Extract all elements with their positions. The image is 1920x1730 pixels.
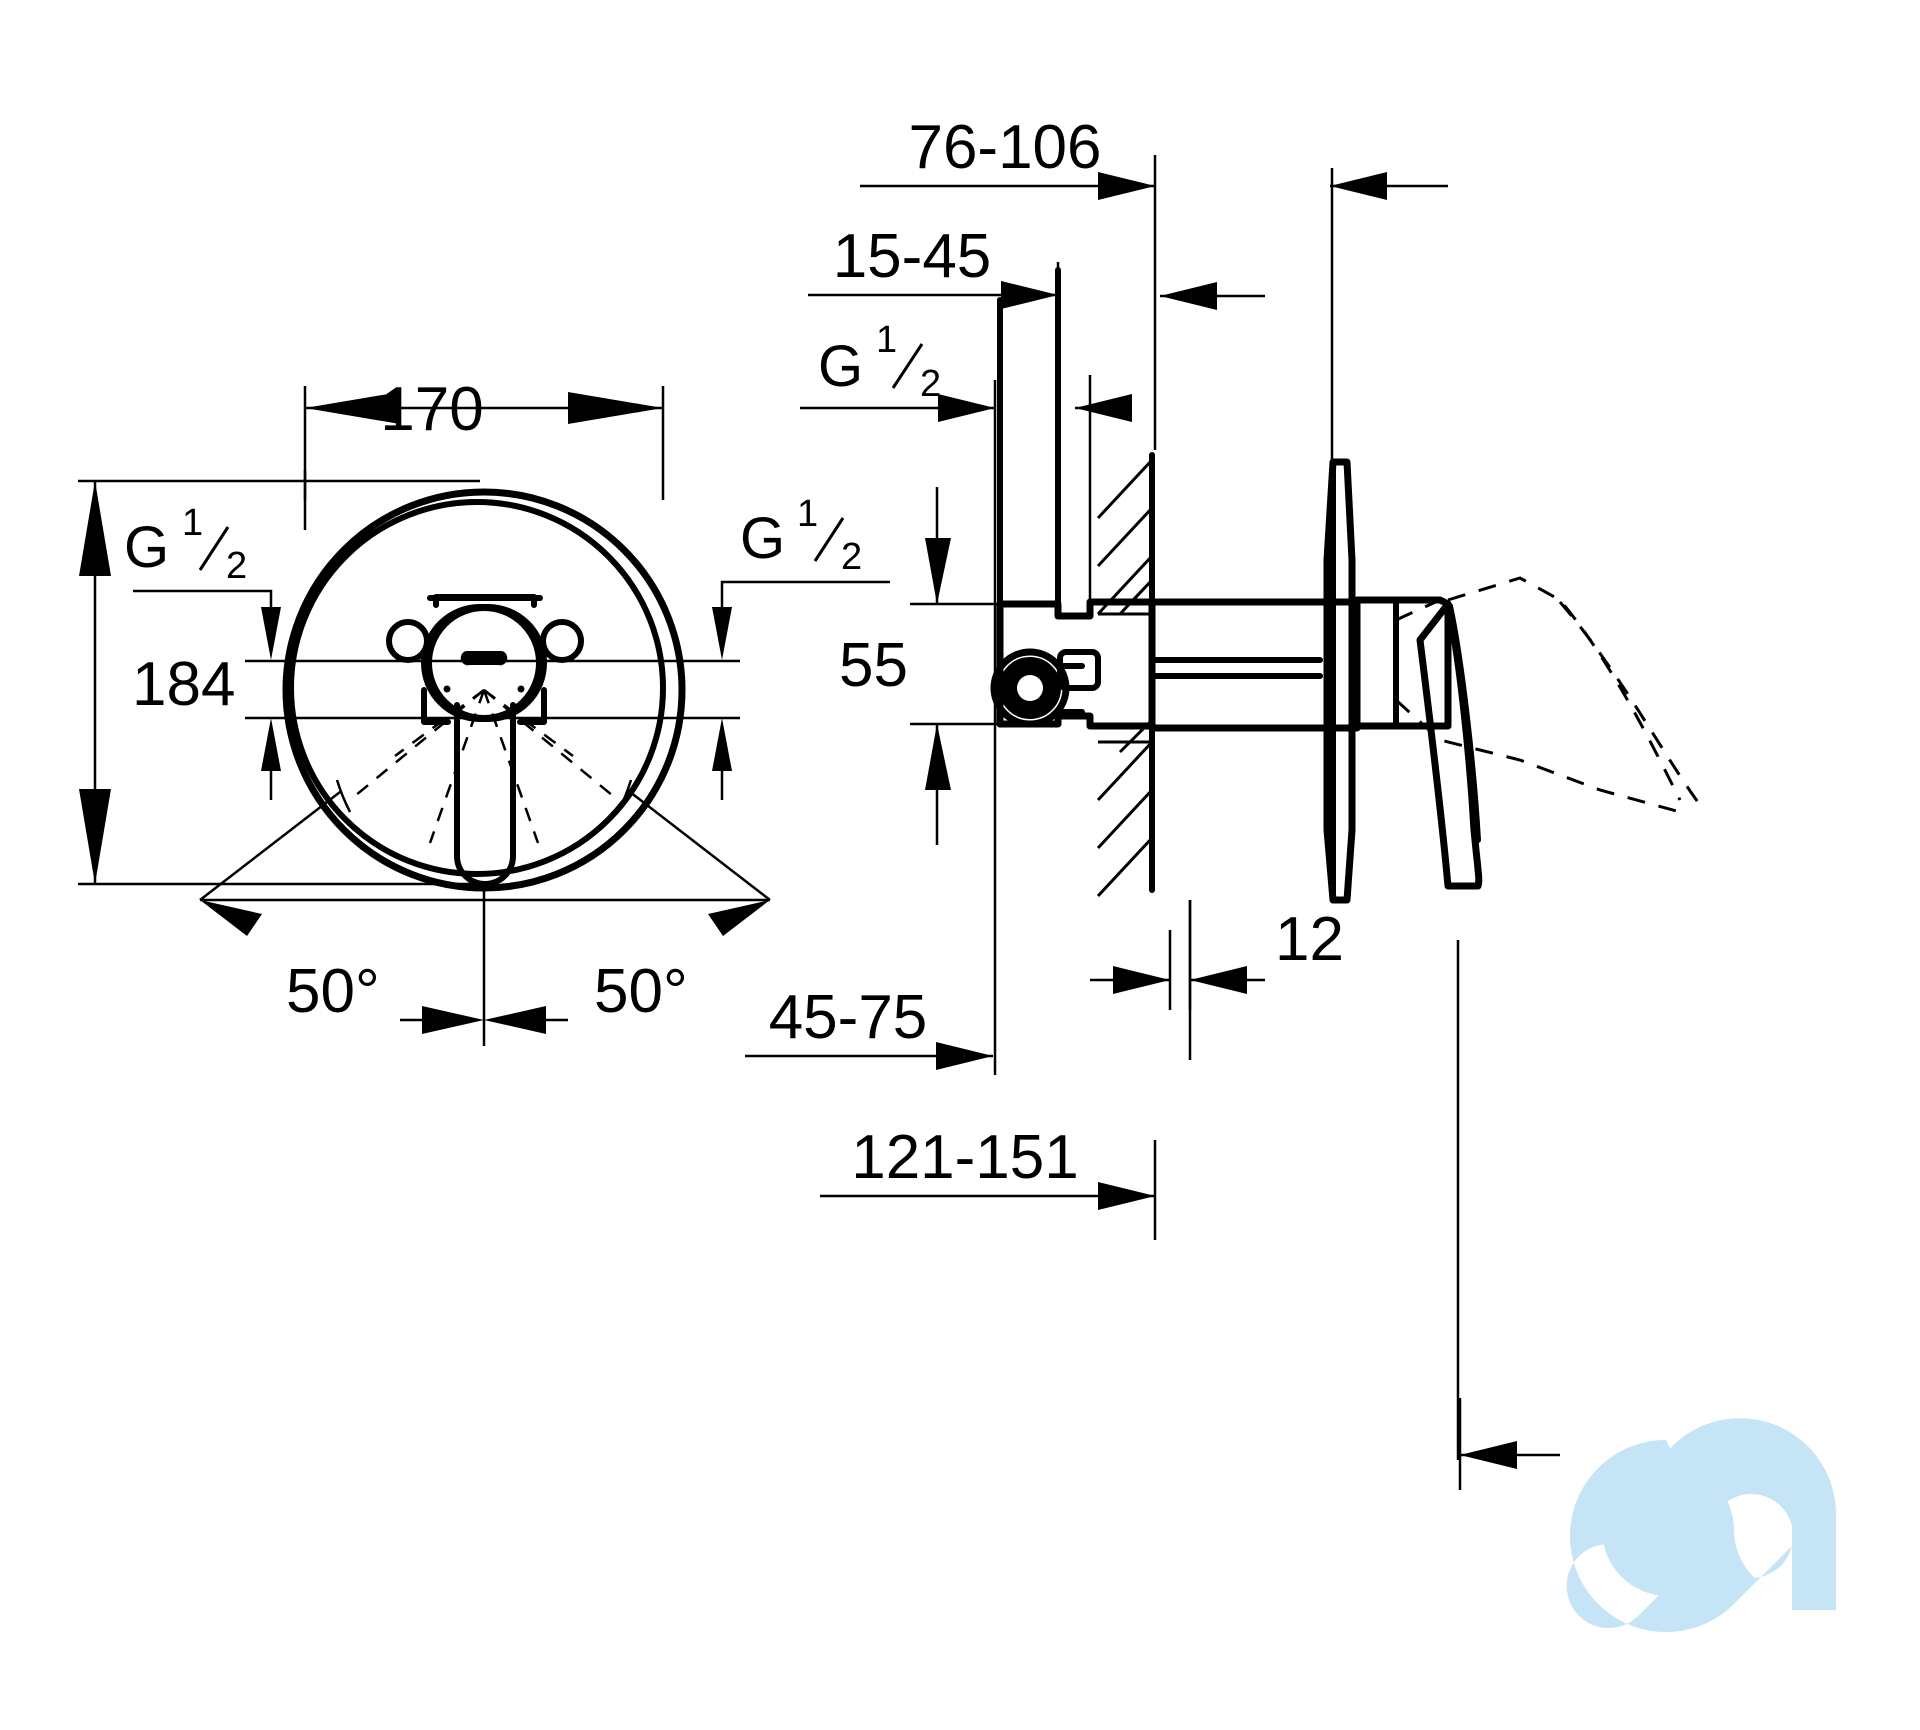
arrowhead-55-top [925, 538, 951, 604]
dim-label-184: 184 [132, 650, 235, 719]
leader-line-left-thread [133, 589, 273, 620]
swing-ray-right-2 [483, 688, 574, 758]
screw-left [386, 619, 430, 663]
side-thread-denominator: 2 [920, 363, 941, 405]
cap-nut [1057, 649, 1101, 691]
swing-ray-right [483, 689, 619, 801]
arrowhead-121-151 [1098, 1182, 1155, 1210]
indicator-mark [460, 651, 508, 666]
thread-label-left-g: G [124, 515, 169, 580]
wall-hatch-lower [1096, 717, 1155, 898]
lever-alt-link [1395, 598, 1441, 622]
cartridge-cap-circle [426, 605, 542, 721]
leader-line-right-thread [720, 580, 890, 620]
swing-arc-left-outer [335, 779, 352, 813]
side-thread-g: G [818, 334, 863, 399]
arrowhead-12-right [1190, 966, 1247, 994]
arrowhead-12-left [1113, 966, 1170, 994]
inlet-port-bore [1017, 675, 1043, 701]
side-view-group: 76-106 15-45 G 1 2 [745, 113, 1702, 1490]
escutcheon-inner-circle [288, 499, 666, 877]
angle-leader-right [629, 791, 771, 901]
thread-label-right-denominator: 2 [841, 536, 862, 578]
dim-label-15-45: 15-45 [833, 222, 992, 291]
leader-arrow-left-thread-lower [261, 718, 281, 771]
angle-label-left: 50° [286, 957, 380, 1026]
angle-leader-left [199, 791, 341, 901]
rosette-plate [1323, 458, 1356, 904]
angle-label-right: 50° [594, 957, 688, 1026]
thread-label-right-g: G [740, 506, 785, 571]
thread-label-left-numerator: 1 [182, 502, 203, 544]
infinity-glyph [1566, 1418, 1836, 1633]
thread-label-left-slash [198, 526, 230, 571]
arrowhead-45-75 [936, 1042, 993, 1070]
swing-ray-right-3 [482, 689, 540, 844]
dim-label-121-151: 121-151 [851, 1123, 1079, 1192]
swing-arc-right-lower [543, 864, 577, 882]
angle-center-arrow-right [484, 1006, 546, 1034]
arrowhead-76-106 [1098, 172, 1155, 200]
arrowhead-170-left [305, 392, 400, 424]
arrowhead-184-bottom [79, 789, 111, 884]
leader-arrow-right-thread [712, 607, 732, 660]
swing-arc-right-outer [616, 779, 633, 813]
angle-arrow-right [708, 900, 770, 936]
dim-label-45-75: 45-75 [769, 983, 928, 1052]
thread-label-right-numerator: 1 [797, 493, 818, 535]
gap-arrow-left [1075, 394, 1132, 422]
swing-ray-left-3 [428, 689, 486, 844]
dim-label-55: 55 [839, 631, 908, 700]
dim-label-12: 12 [1275, 905, 1344, 974]
cap-pin-left [443, 685, 451, 693]
wall-hatch-upper [1096, 452, 1155, 621]
thread-label-right-slash [813, 517, 845, 562]
screw-right [540, 619, 584, 663]
swing-ray-left [349, 689, 485, 801]
lever-alt-outline-right [1558, 601, 1702, 806]
side-thread-numerator: 1 [876, 319, 897, 361]
dim-label-76-106: 76-106 [908, 113, 1101, 182]
arrowhead-170-right [568, 392, 663, 424]
thread-label-left-denominator: 2 [226, 545, 247, 587]
arrowhead-lower-right [1460, 1441, 1517, 1469]
side-thread-slash [891, 343, 924, 389]
arrowhead-55-bottom [925, 724, 951, 790]
gap-arrow-top2 [1330, 172, 1387, 200]
cap-pin-right [517, 685, 525, 693]
handle-hub [1353, 596, 1452, 730]
lever-handle [454, 702, 516, 887]
arrowhead-side-thread [938, 394, 995, 422]
gap-arrow-top [1160, 282, 1217, 310]
swing-arc-left-lower [391, 864, 425, 882]
arrowhead-184-top [79, 481, 111, 576]
watermark-logo [1566, 1418, 1866, 1633]
angle-arrow-left [200, 900, 262, 936]
arrowhead-15-45 [1001, 281, 1058, 309]
front-view-group: 170 184 G 1 2 G 1 2 [78, 375, 890, 1046]
leader-arrow-right-thread-lower [712, 718, 732, 771]
dim-label-170: 170 [380, 375, 483, 444]
angle-center-arrow-left [422, 1006, 484, 1034]
leader-arrow-left-thread [261, 607, 281, 660]
lever-arm-edge [1447, 603, 1481, 843]
swing-ray-left-2 [394, 688, 485, 758]
lever-alt-position-lower [1394, 698, 1681, 814]
lever-alt-position-upper [1447, 576, 1682, 801]
